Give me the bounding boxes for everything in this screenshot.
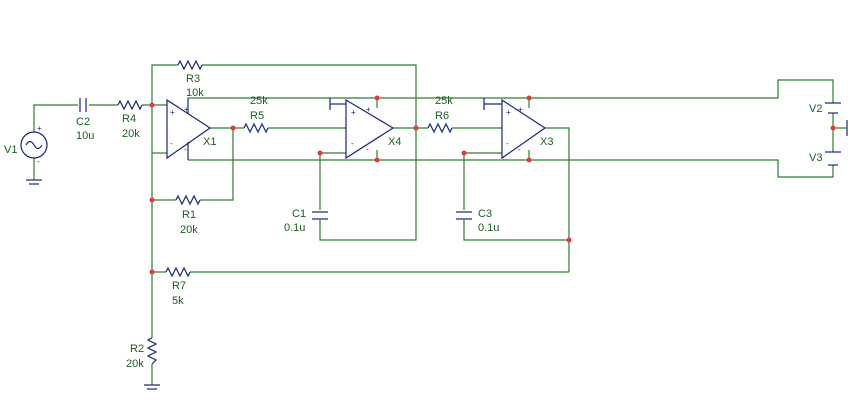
r3-resistor: R3 10k	[177, 59, 204, 99]
svg-text:0.1u: 0.1u	[284, 222, 305, 234]
svg-text:C1: C1	[292, 208, 306, 220]
svg-text:R6: R6	[435, 110, 449, 122]
r7-resistor: R7 5k	[165, 266, 191, 307]
svg-text:+: +	[184, 105, 189, 114]
svg-text:R2: R2	[130, 343, 144, 355]
svg-text:25k: 25k	[250, 95, 268, 107]
junction-dot	[230, 125, 236, 131]
svg-text:R4: R4	[122, 113, 136, 125]
svg-text:X4: X4	[388, 136, 401, 148]
svg-text:20k: 20k	[126, 358, 144, 370]
svg-text:+: +	[170, 108, 175, 117]
c2-capacitor: C2 10u	[76, 98, 94, 142]
x4-opamp: + - + - X4	[329, 98, 401, 160]
svg-text:R1: R1	[182, 209, 196, 221]
svg-text:-: -	[37, 157, 40, 166]
junction-dot	[526, 157, 532, 163]
svg-text:+: +	[366, 105, 371, 114]
svg-text:R3: R3	[186, 73, 200, 85]
svg-text:20k: 20k	[122, 128, 140, 140]
svg-text:-: -	[170, 139, 173, 148]
svg-text:X1: X1	[203, 136, 216, 148]
x1-opamp: + - + - X1	[166, 98, 216, 160]
r6-resistor: 25k R6	[427, 95, 453, 134]
svg-text:-: -	[518, 145, 521, 154]
svg-text:X3: X3	[540, 136, 553, 148]
svg-text:0.1u: 0.1u	[478, 222, 499, 234]
v2-dc-source: V2	[809, 102, 841, 115]
svg-text:+: +	[518, 105, 523, 114]
junction-dot	[374, 157, 380, 163]
junction-dot	[374, 95, 380, 101]
junction-dot	[413, 125, 419, 131]
junction-dot	[526, 95, 532, 101]
r4-resistor: R4 20k	[117, 99, 143, 140]
svg-text:R7: R7	[172, 280, 186, 292]
svg-text:R5: R5	[250, 110, 264, 122]
svg-text:-: -	[506, 139, 509, 148]
svg-text:V3: V3	[809, 152, 822, 164]
svg-text:+: +	[351, 108, 356, 117]
v3-dc-source: V3	[809, 151, 841, 166]
svg-text:-: -	[184, 145, 187, 154]
v1-label: V1	[4, 144, 17, 156]
junctions	[149, 95, 836, 275]
svg-text:C3: C3	[478, 208, 492, 220]
svg-text:C2: C2	[76, 116, 90, 128]
junction-dot	[317, 150, 323, 156]
c1-capacitor: C1 0.1u	[284, 208, 328, 234]
r1-resistor: R1 20k	[175, 194, 201, 236]
svg-text:10u: 10u	[76, 130, 94, 142]
junction-dot	[149, 102, 155, 108]
junction-dot	[149, 197, 155, 203]
svg-text:25k: 25k	[435, 95, 453, 107]
junction-dot	[566, 237, 572, 243]
svg-text:10k: 10k	[186, 87, 204, 99]
svg-text:-: -	[366, 145, 369, 154]
svg-text:-: -	[351, 139, 354, 148]
svg-text:5k: 5k	[172, 295, 184, 307]
v1-ac-source: + - V1	[4, 124, 48, 185]
svg-text:+: +	[506, 108, 511, 117]
x3-opamp: + - + - X3	[483, 98, 553, 160]
r5-resistor: 25k R5	[243, 95, 269, 134]
svg-text:20k: 20k	[180, 224, 198, 236]
svg-text:+: +	[37, 124, 42, 133]
c3-capacitor: C3 0.1u	[456, 208, 499, 234]
r2-resistor: R2 20k	[126, 337, 160, 390]
svg-text:V2: V2	[809, 103, 822, 115]
junction-dot	[149, 269, 155, 275]
junction-dot	[830, 125, 836, 131]
junction-dot	[461, 150, 467, 156]
